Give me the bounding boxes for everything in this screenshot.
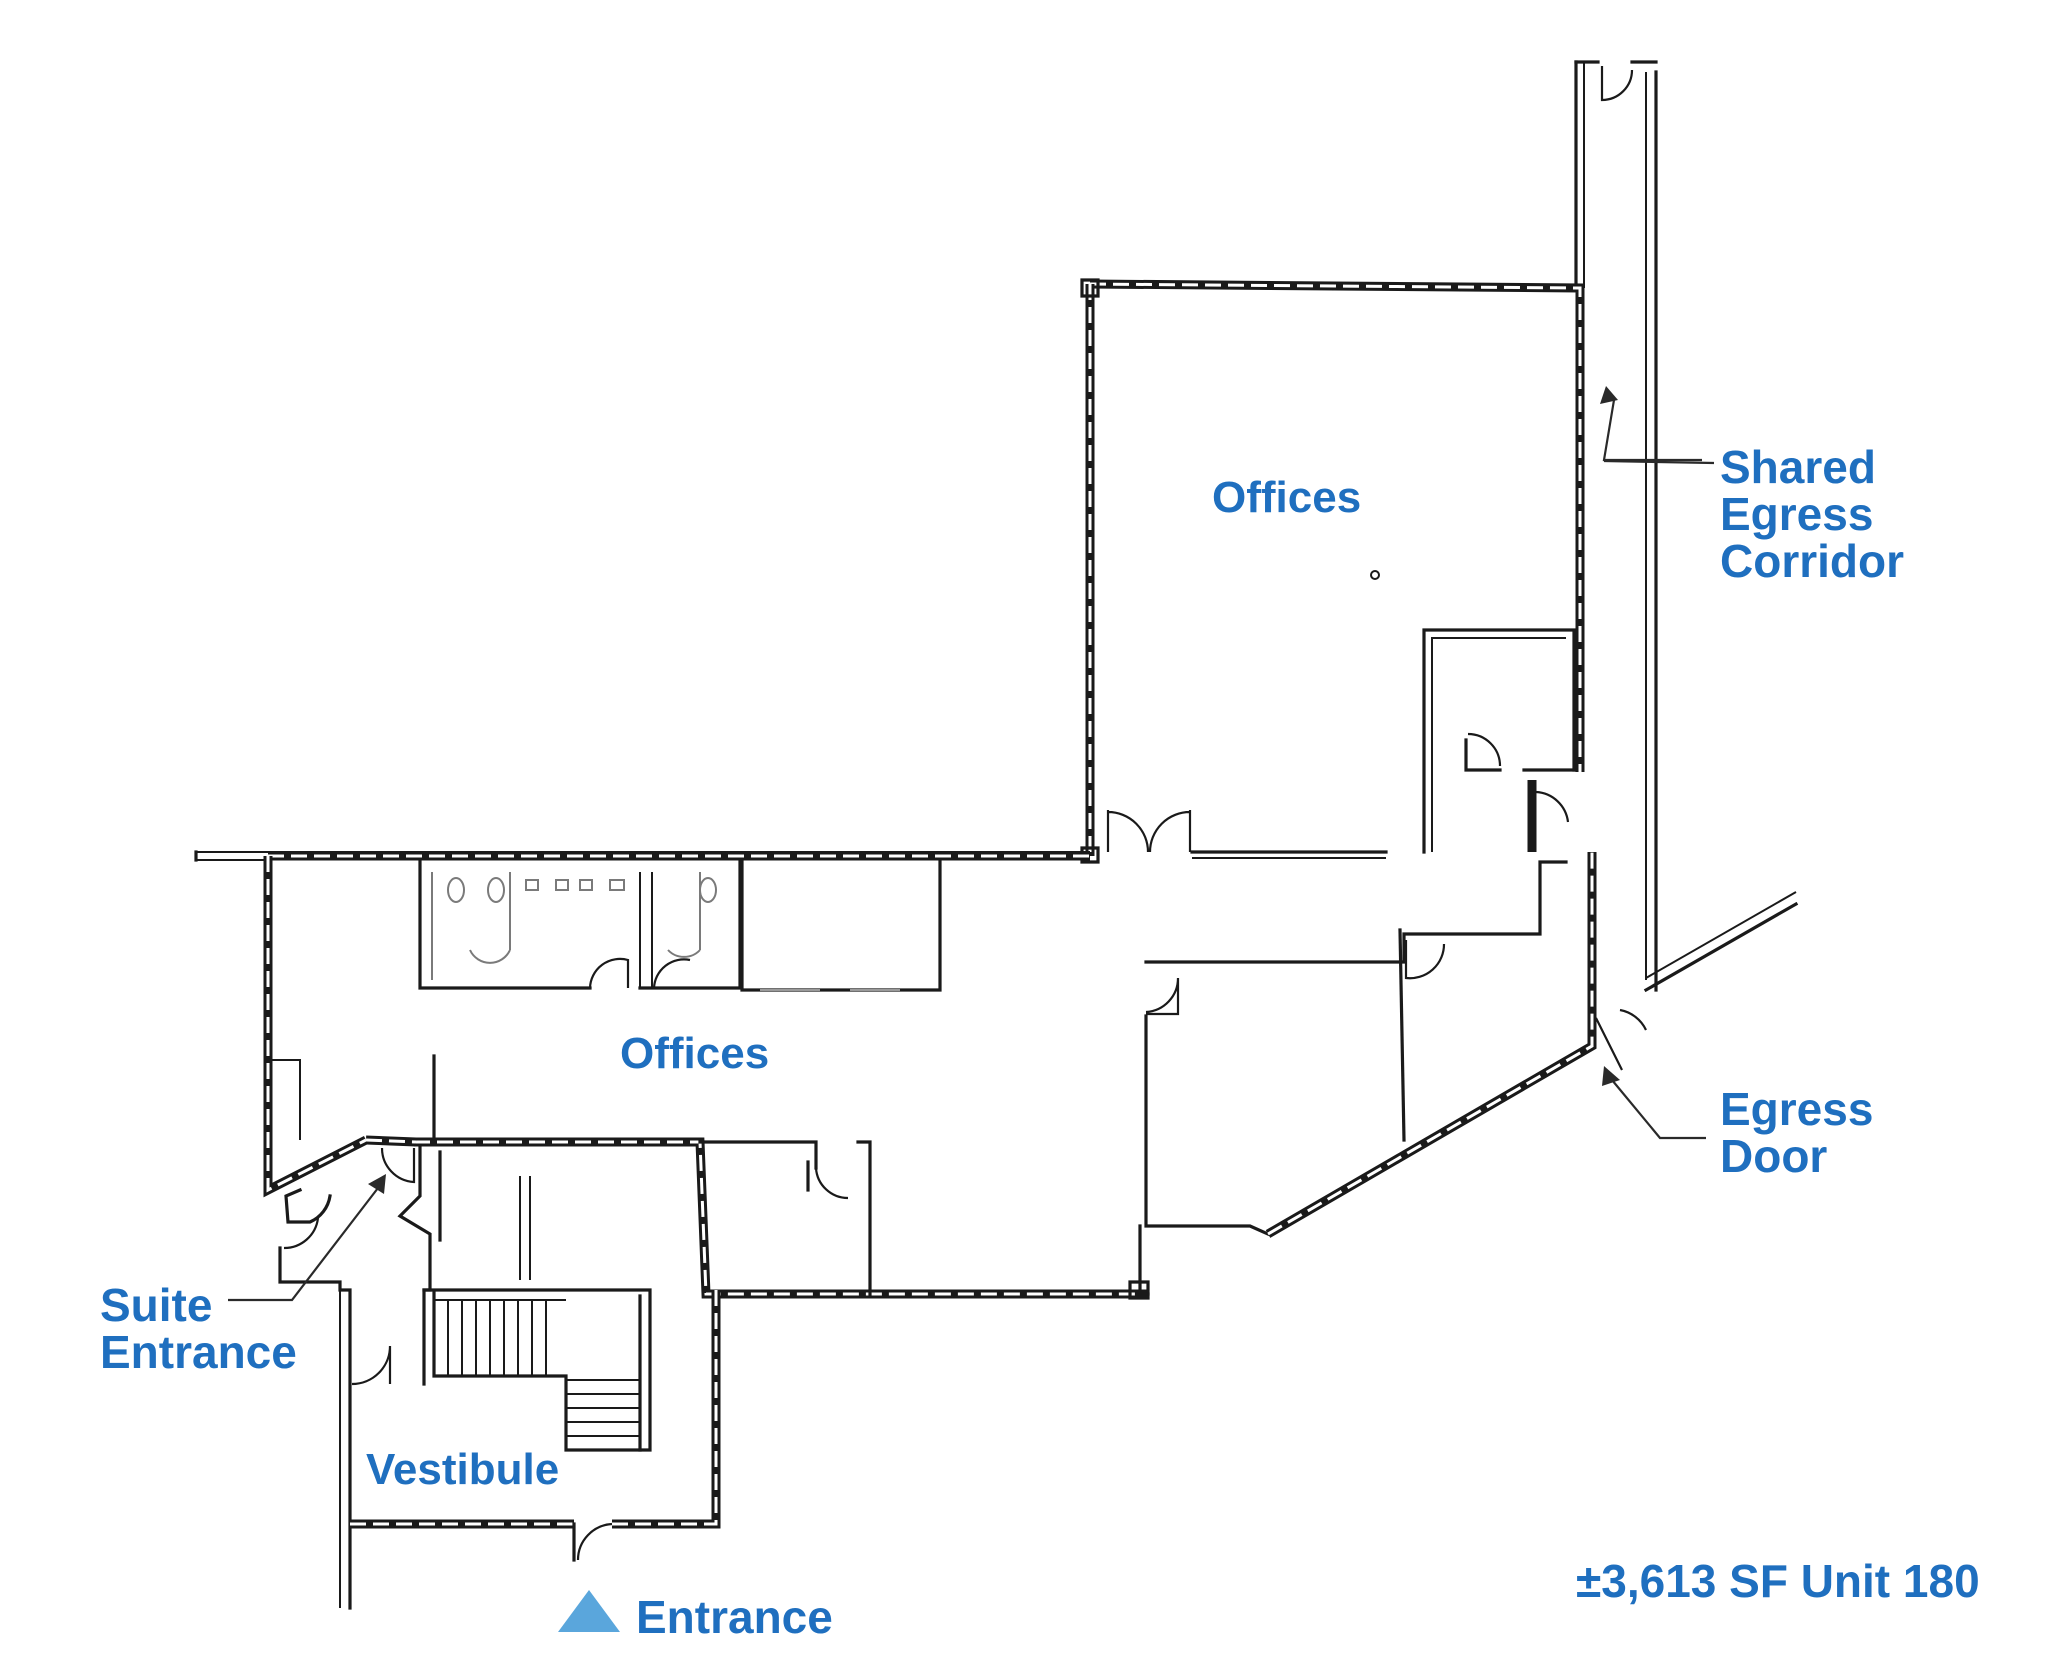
lower-offices-walls <box>194 780 1647 1300</box>
lower-offices-label: Offices <box>620 1029 770 1078</box>
suite-entrance-callout: Suite Entrance <box>100 1279 297 1378</box>
unit-summary: ±3,613 SF Unit 180 <box>1576 1555 1980 1607</box>
callout-leaders <box>228 386 1715 1302</box>
upper-offices-walls <box>1080 278 1585 864</box>
upper-offices-label: Offices <box>1212 473 1362 522</box>
entrance-callout: Entrance <box>636 1591 833 1643</box>
vestibule-label: Vestibule <box>366 1445 560 1494</box>
entrance-triangle-icon <box>558 1590 620 1632</box>
shared-egress-corridor-walls <box>1574 60 1799 993</box>
vestibule-walls <box>278 1135 721 1610</box>
egress-door-callout: Egress Door <box>1720 1083 1874 1182</box>
shared-egress-corridor-callout: Shared Egress Corridor <box>1720 441 1904 587</box>
